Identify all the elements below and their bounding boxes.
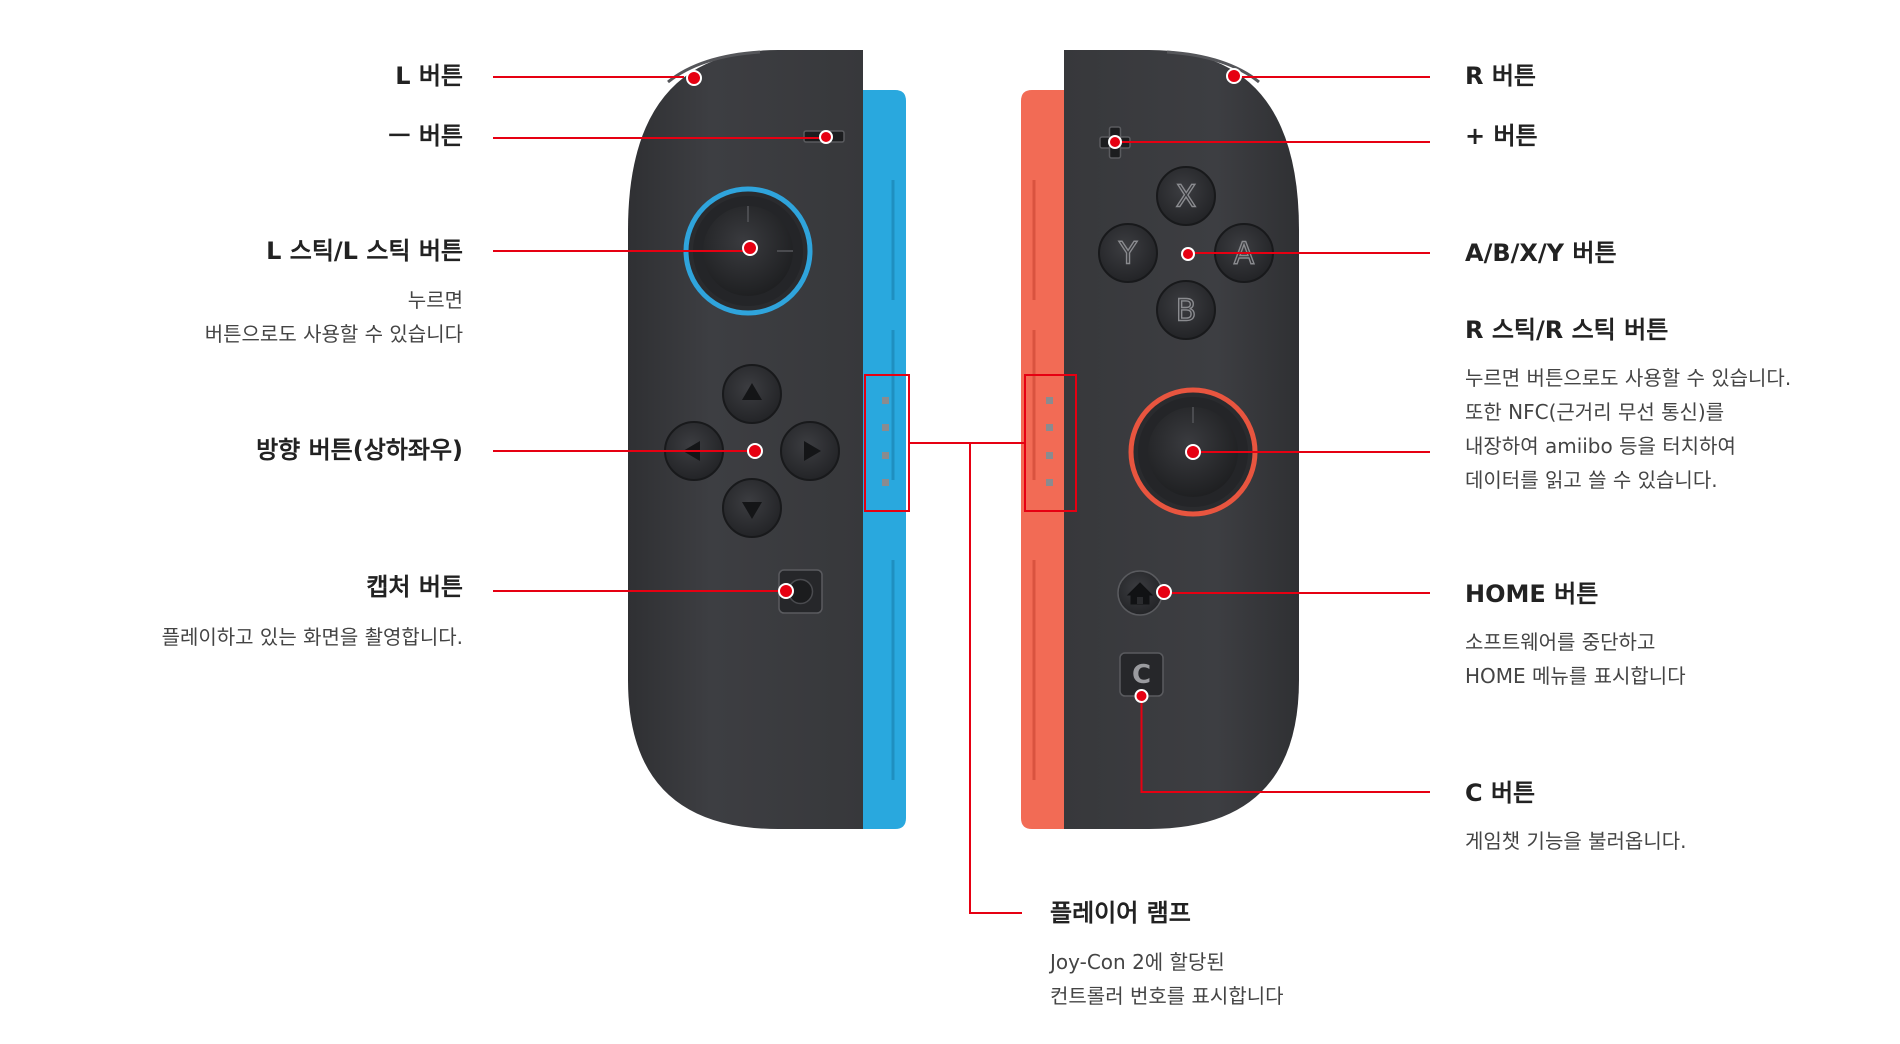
x-glyph: X	[1176, 180, 1197, 215]
home-icon	[1126, 582, 1154, 605]
y-glyph: Y	[1118, 237, 1138, 272]
right-joy-con: X Y A B	[1021, 50, 1299, 829]
abxy-label: A/B/X/Y 버튼	[1465, 239, 1617, 267]
capture-desc-line: 플레이하고 있는 화면을 촬영합니다.	[161, 625, 463, 649]
home-desc-line: 소프트웨어를 중단하고	[1465, 630, 1656, 654]
dpad-up-button[interactable]	[722, 364, 782, 424]
c-button-dot	[1134, 689, 1149, 703]
r-button-label: R 버튼	[1465, 62, 1536, 90]
down-arrow-icon	[742, 502, 762, 519]
r-stick-dot	[1185, 444, 1201, 460]
c-button-desc-line: 게임챗 기능을 불러옵니다.	[1465, 829, 1687, 853]
minus-button-label: ㅡ 버튼	[388, 122, 463, 150]
capture-label: 캡처 버튼	[366, 573, 463, 601]
l-stick-desc-line: 버튼으로도 사용할 수 있습니다	[204, 322, 463, 346]
player-lamp-leader	[909, 442, 1022, 914]
b-glyph: B	[1176, 294, 1197, 329]
home-dot	[1156, 584, 1172, 600]
c-button-label: C 버튼	[1465, 779, 1536, 807]
x-button[interactable]: X	[1156, 166, 1216, 226]
home-button[interactable]	[1117, 570, 1163, 616]
c-button-leader	[1140, 696, 1430, 793]
r-stick-desc-line: 데이터를 읽고 쓸 수 있습니다.	[1465, 468, 1718, 492]
left-joy-con	[628, 50, 910, 829]
c-glyph: C	[1132, 660, 1151, 690]
capture-button[interactable]	[778, 569, 823, 614]
dpad-label: 방향 버튼(상하좌우)	[256, 436, 463, 464]
l-stick-dot	[742, 240, 758, 256]
minus-button-dot	[819, 130, 833, 144]
r-stick-desc-line: 누르면 버튼으로도 사용할 수 있습니다.	[1465, 366, 1792, 390]
dpad-right-button[interactable]	[780, 421, 840, 481]
abxy-dot	[1181, 247, 1195, 261]
home-label: HOME 버튼	[1465, 580, 1599, 608]
capture-dot	[778, 583, 794, 599]
r-stick[interactable]	[1128, 387, 1258, 517]
y-button[interactable]: Y	[1098, 223, 1158, 283]
r-button-dot	[1226, 68, 1242, 84]
r-stick-desc-line: 내장하여 amiibo 등을 터치하여	[1465, 434, 1736, 458]
abxy-buttons: X Y A B	[1098, 166, 1274, 340]
l-stick-desc-line: 누르면	[407, 288, 463, 312]
player-lamp-description: Joy-Con 2에 할당된 컨트롤러 번호를 표시합니다	[1050, 945, 1284, 1013]
plus-button-label: + 버튼	[1465, 122, 1538, 150]
r-stick-description: 누르면 버튼으로도 사용할 수 있습니다. 또한 NFC(근거리 무선 통신)를…	[1465, 361, 1791, 497]
c-button-description: 게임챗 기능을 불러옵니다.	[1465, 824, 1686, 858]
capture-description: 플레이하고 있는 화면을 촬영합니다.	[162, 620, 463, 654]
home-description: 소프트웨어를 중단하고 HOME 메뉴를 표시합니다	[1465, 625, 1686, 693]
player-lamp-desc-line: Joy-Con 2에 할당된	[1050, 950, 1225, 974]
l-stick-description: 누르면 버튼으로도 사용할 수 있습니다	[205, 283, 463, 351]
home-desc-line: HOME 메뉴를 표시합니다	[1465, 664, 1686, 688]
callout-dots	[686, 68, 1242, 703]
r-stick-label: R 스틱/R 스틱 버튼	[1465, 316, 1669, 344]
plus-button-dot	[1108, 135, 1122, 149]
l-button-dot	[686, 70, 702, 86]
player-lamp-desc-line: 컨트롤러 번호를 표시합니다	[1050, 984, 1284, 1008]
r-stick-desc-line: 또한 NFC(근거리 무선 통신)를	[1465, 400, 1725, 424]
b-button[interactable]: B	[1156, 280, 1216, 340]
dpad-dot	[747, 443, 763, 459]
l-stick-label: L 스틱/L 스틱 버튼	[266, 237, 463, 265]
up-arrow-icon	[742, 383, 762, 400]
callout-lines	[493, 76, 1430, 914]
dpad-down-button[interactable]	[722, 478, 782, 538]
player-lamp-label: 플레이어 램프	[1050, 899, 1191, 927]
right-arrow-icon	[804, 441, 821, 461]
l-button-label: L 버튼	[395, 62, 463, 90]
